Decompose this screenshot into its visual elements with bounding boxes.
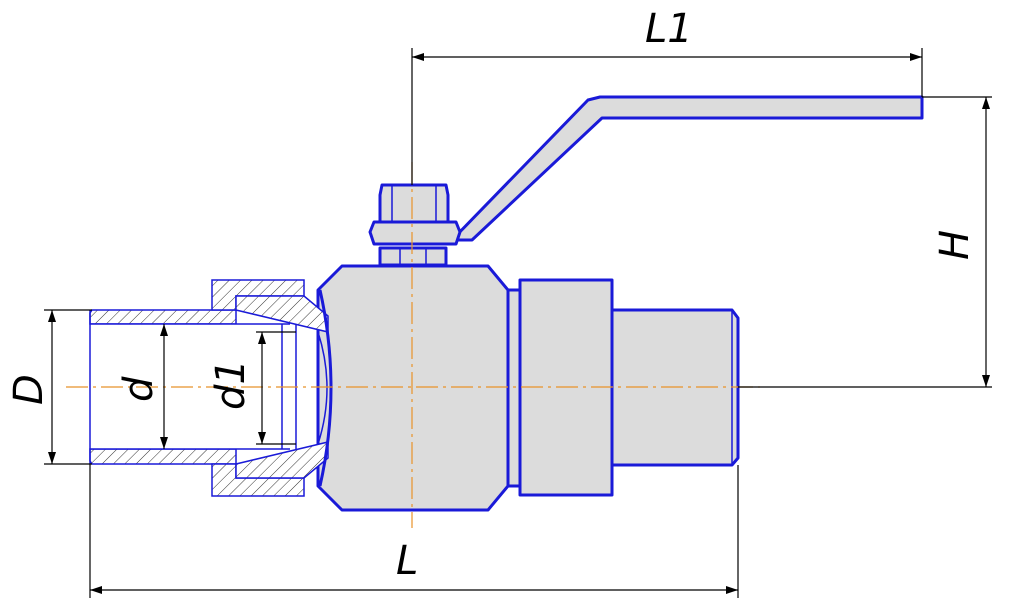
dimension-l1: L1	[411, 6, 923, 185]
label-h: H	[932, 230, 978, 260]
dimension-d1: d1	[208, 331, 296, 445]
label-d-inner: d	[116, 376, 162, 402]
label-d-outer: D	[6, 374, 52, 405]
dimension-d-outer: D	[6, 309, 92, 465]
label-l1: L1	[645, 6, 693, 52]
dimension-h: H	[738, 96, 992, 388]
label-d1: d1	[208, 359, 254, 410]
valve-handle	[450, 95, 924, 242]
valve-body	[316, 264, 740, 512]
dimension-d-inner: d	[116, 324, 168, 449]
center-lines	[66, 162, 760, 528]
label-l: L	[396, 538, 418, 584]
dimension-l: L	[89, 464, 739, 598]
stem-nut	[368, 183, 462, 267]
